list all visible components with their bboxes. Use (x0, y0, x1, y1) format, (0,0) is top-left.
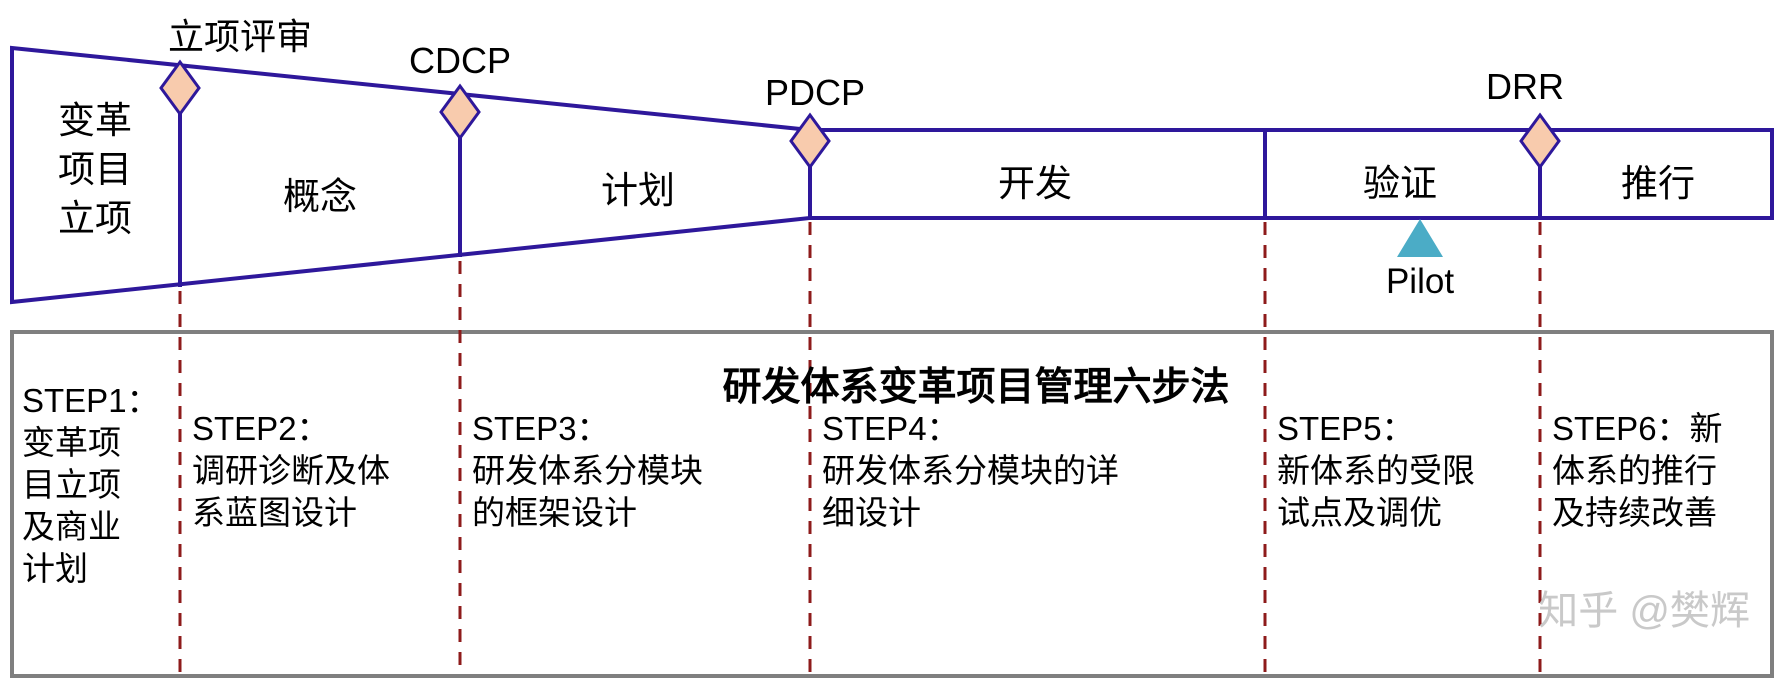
milestone-label-pdcp: PDCP (764, 72, 866, 113)
step-6-text: STEP6：新 体系的推行 及持续改善 (1552, 410, 1723, 531)
step-5-text: STEP5： 新体系的受限 试点及调优 (1277, 410, 1475, 531)
phase-label-concept: 概念 (283, 176, 357, 217)
phase-strip-rect (808, 128, 1774, 220)
phase-label-rollout: 推行 (1621, 163, 1695, 204)
milestone-diamond-approval-icon (159, 59, 201, 117)
milestone-label-cdcp: CDCP (408, 40, 511, 81)
milestone-label-approval: 立项评审 (167, 16, 312, 57)
pilot-label: Pilot (1385, 262, 1455, 301)
milestone-diamond-cdcp-icon (439, 83, 481, 141)
milestone-diamond-pdcp-icon (789, 112, 831, 170)
steps-panel-title: 研发体系变革项目管理六步法 (722, 366, 1230, 409)
step-1-text: STEP1： 变革项 目立项 及商业 计划 (22, 382, 160, 587)
step-3-text: STEP3： 研发体系分模块 的框架设计 (472, 410, 703, 531)
phase-label-plan: 计划 (601, 170, 675, 211)
phase-label-verify: 验证 (1363, 163, 1437, 204)
milestone-diamond-drr-icon (1519, 112, 1561, 170)
watermark-text: 知乎 @樊辉 (1538, 589, 1750, 633)
step-2-text: STEP2： 调研诊断及体 系蓝图设计 (192, 410, 390, 531)
milestone-label-drr: DRR (1486, 66, 1564, 107)
steps-panel-box (10, 330, 1774, 678)
step-4-text: STEP4： 研发体系分模块的详 细设计 (822, 410, 1119, 531)
pilot-triangle-icon (1397, 219, 1443, 257)
phase-label-develop: 开发 (998, 163, 1072, 204)
funnel-start-label: 变革 项目 立项 (58, 100, 132, 239)
